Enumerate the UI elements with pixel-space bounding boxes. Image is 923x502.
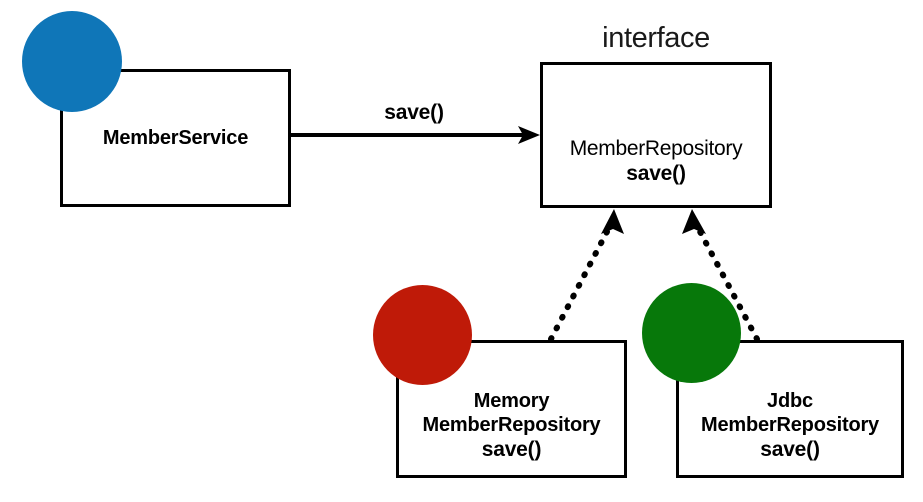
green-bead-icon (642, 283, 741, 383)
node-jdbc-member-repository-title-line2: MemberRepository (701, 414, 879, 436)
edge-realization-memory-line (548, 223, 613, 342)
edge-call-save-label: save() (344, 101, 484, 125)
node-member-service-title: MemberService (102, 127, 249, 149)
node-memory-member-repository-title-line2: MemberRepository (422, 414, 601, 436)
node-jdbc-member-repository-method: save() (760, 438, 820, 461)
blue-bead-icon (22, 11, 122, 112)
edge-realization-memory-arrowhead (601, 209, 624, 234)
edge-realization-jdbc-arrowhead (682, 209, 706, 234)
edge-realization-memory[interactable] (548, 209, 624, 342)
edge-realization-jdbc[interactable] (682, 209, 760, 342)
node-memory-member-repository-title-line1: Memory (473, 390, 550, 412)
node-memory-member-repository-method: save() (481, 438, 542, 461)
node-member-repository[interactable]: MemberRepository save() (540, 62, 772, 208)
edge-call-save-arrowhead (518, 126, 540, 144)
edge-call-save[interactable] (291, 126, 540, 144)
node-member-repository-method: save() (626, 162, 686, 185)
node-member-repository-title: MemberRepository (569, 137, 743, 160)
node-jdbc-member-repository-title-line1: Jdbc (767, 390, 813, 412)
interface-stereotype-label: interface (602, 22, 710, 54)
red-bead-icon (373, 285, 472, 385)
edge-realization-jdbc-line (694, 223, 760, 342)
